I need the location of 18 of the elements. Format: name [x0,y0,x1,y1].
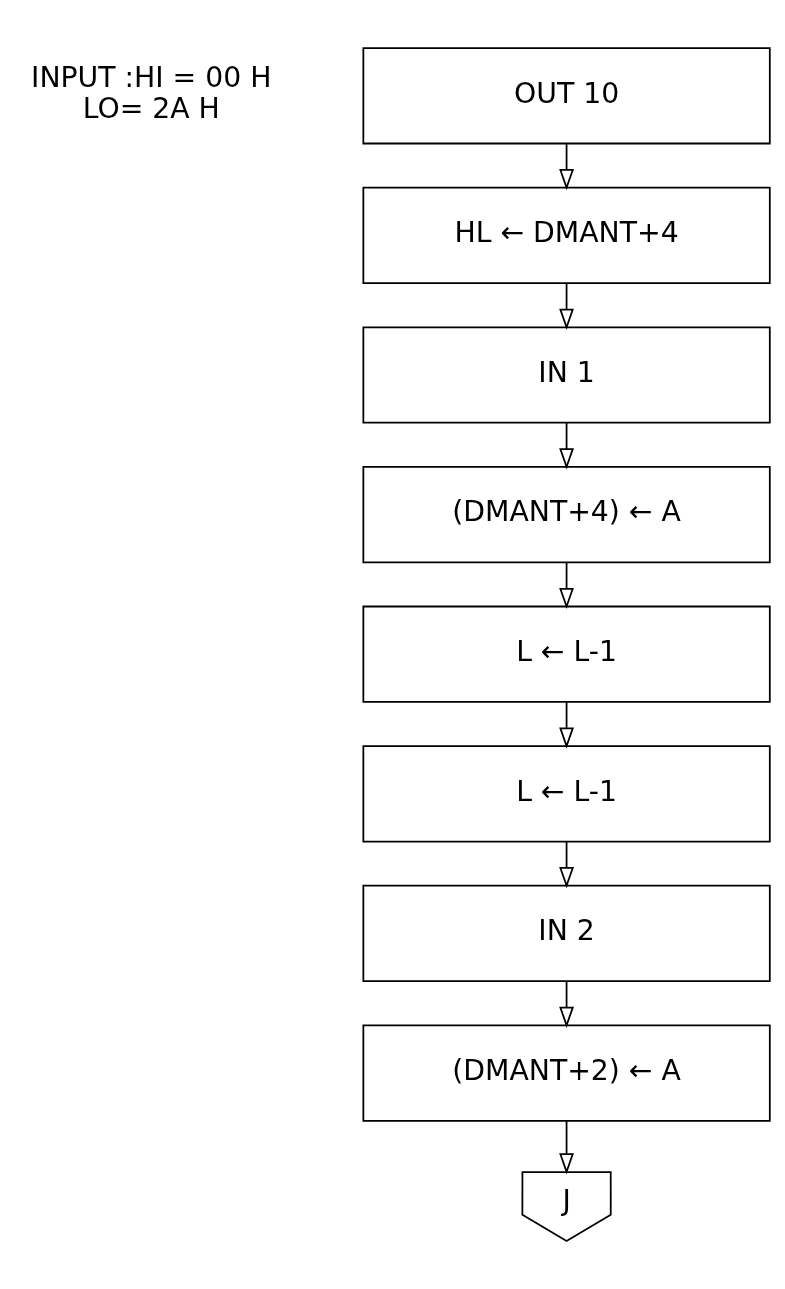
node-box: (DMANT+4) ← A [362,466,771,564]
node-box: IN 1 [362,326,771,424]
arrow [559,282,574,330]
arrow [559,980,574,1028]
node-box: OUT 10 [362,47,771,145]
arrow [559,701,574,749]
node-box: L ← L-1 [362,745,771,843]
arrow [559,561,574,610]
arrow [559,421,574,470]
arrow [559,840,574,889]
arrow [559,142,574,191]
label: INPUT :HI = 00 H [31,60,272,94]
label: LO= 2A H [82,92,220,126]
node-box: (DMANT+2) ← A [362,1024,771,1122]
node-box: HL ← DMANT+4 [362,186,771,284]
node-box: IN 2 [362,884,771,983]
arrow [559,1120,574,1175]
node-box: L ← L-1 [362,605,771,703]
